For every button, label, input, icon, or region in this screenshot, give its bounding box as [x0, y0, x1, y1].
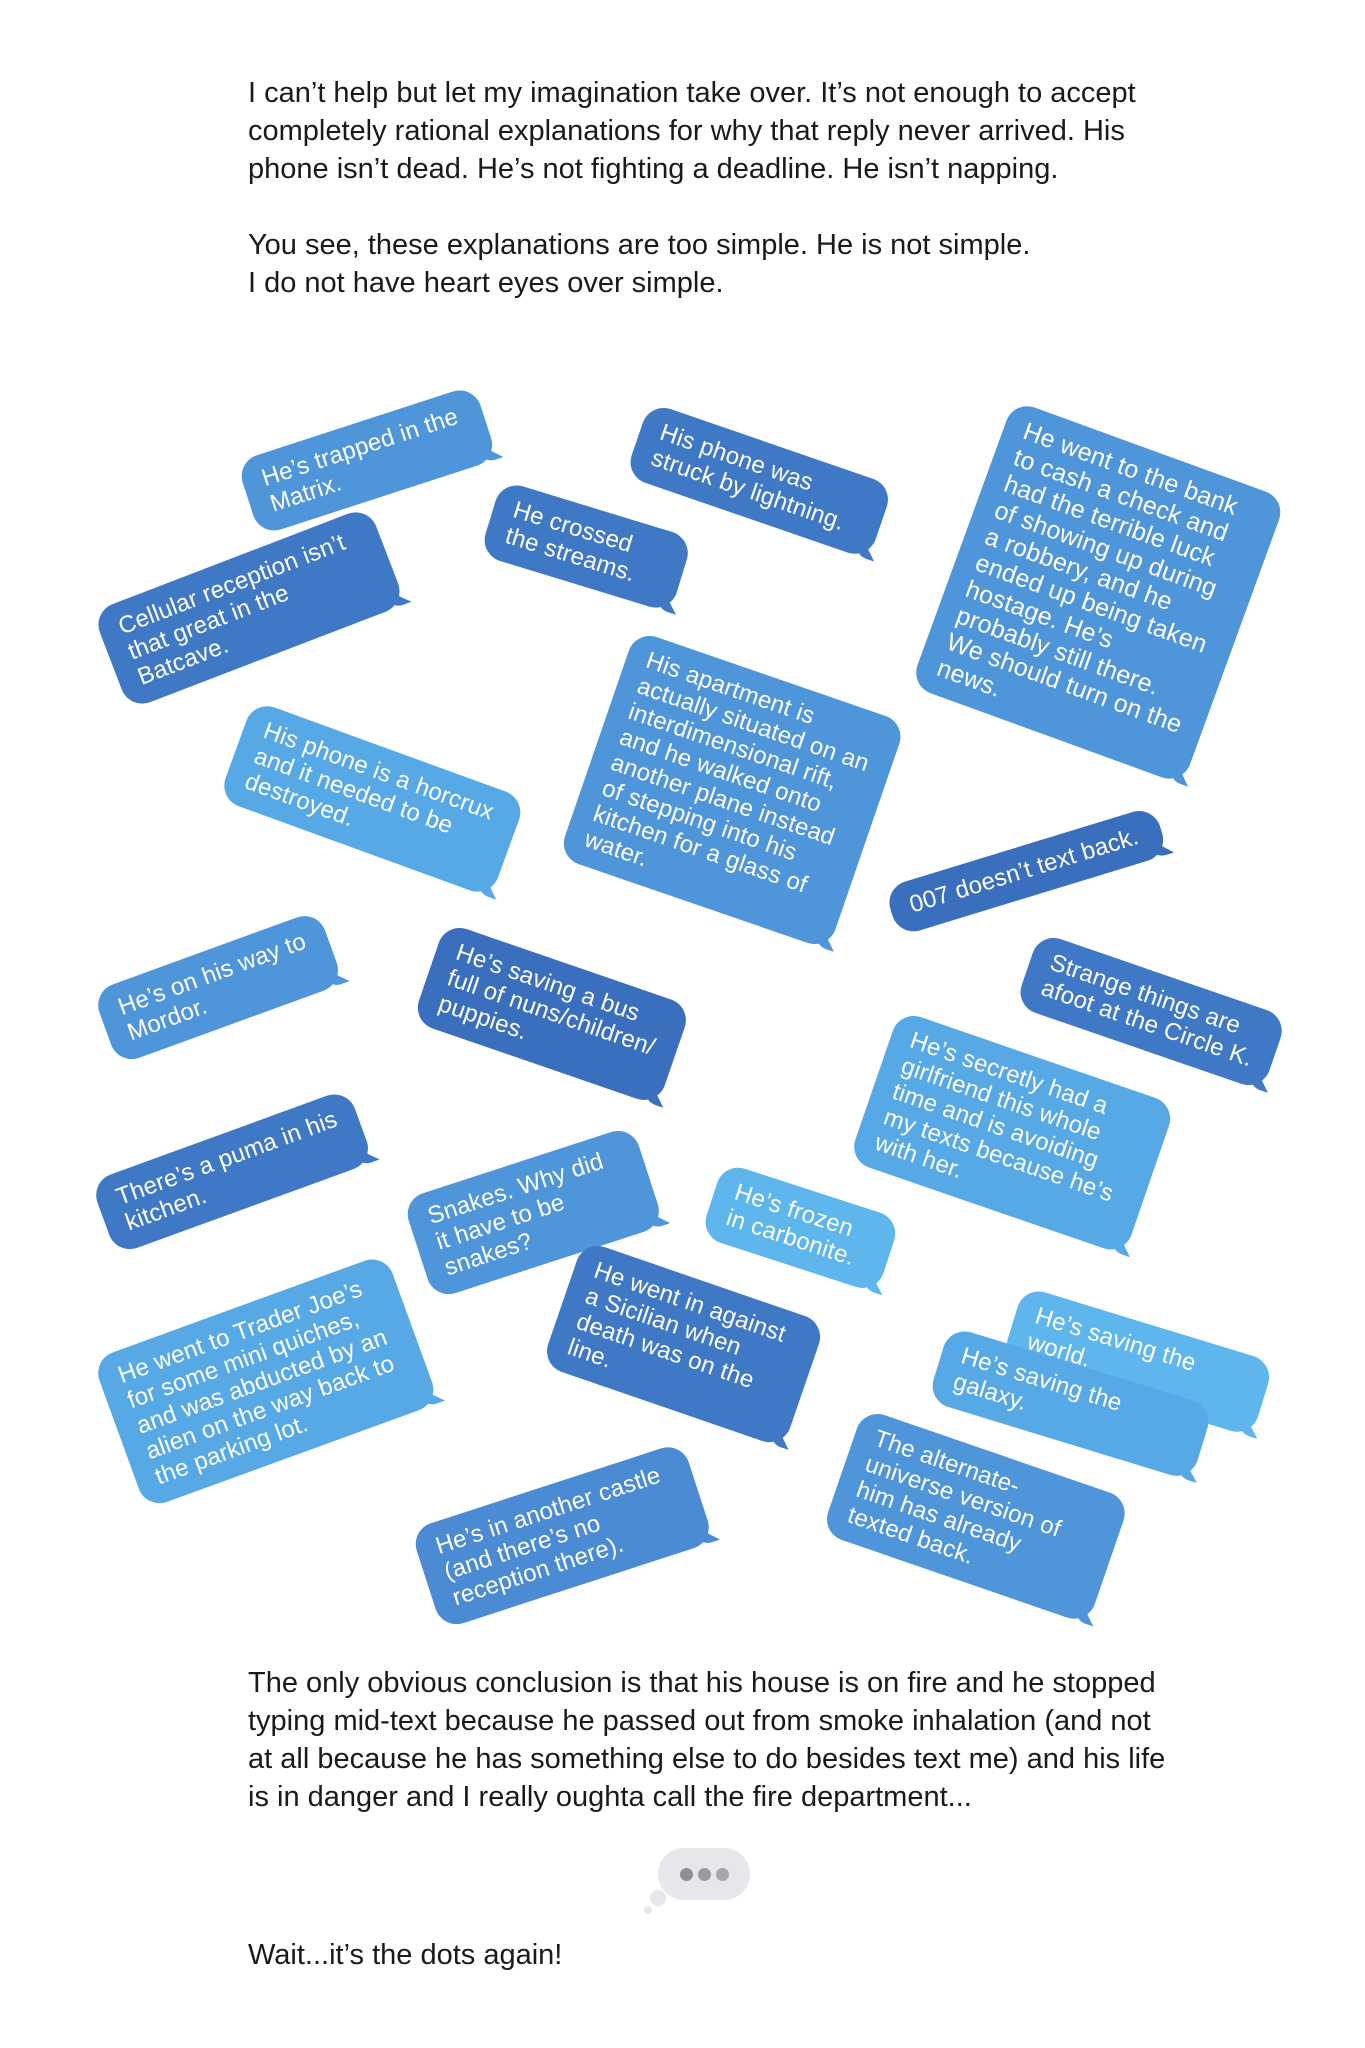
bubble-text: Cellular reception isn’t that great in t…	[114, 528, 350, 691]
final-line: Wait...it’s the dots again!	[248, 1936, 1168, 1974]
message-bubble: He’s saving a bus full of nuns/children/…	[411, 922, 692, 1106]
bubble-text: He’s in another castle (and there’s no r…	[432, 1461, 665, 1612]
bubble-text: He went to Trader Joe’s for some mini qu…	[114, 1275, 398, 1491]
bubble-text: There’s a puma in his kitchen.	[112, 1105, 341, 1237]
message-bubble: 007 doesn’t text back.	[884, 805, 1169, 937]
intro-paragraph-2-line-1: You see, these explanations are too simp…	[248, 229, 1031, 261]
intro-paragraph-1: I can’t help but let my imagination take…	[248, 77, 1136, 185]
message-bubble: There’s a puma in his kitchen.	[90, 1088, 375, 1256]
typing-dot-icon	[716, 1868, 729, 1881]
message-bubble: He went to Trader Joe’s for some mini qu…	[92, 1253, 440, 1510]
bubble-text: Strange things are afoot at the Circle K…	[1037, 948, 1257, 1073]
message-bubble: He’s in another castle (and there’s no r…	[410, 1441, 715, 1630]
message-bubble: His phone is a horcrux and it needed to …	[218, 700, 527, 898]
message-bubble: He’s on his way to Mordor.	[92, 909, 345, 1066]
final-text: Wait...it’s the dots again!	[248, 1939, 563, 1971]
typing-indicator-tail	[644, 1906, 652, 1914]
typing-indicator-icon	[658, 1848, 750, 1900]
message-bubble: He’s trapped in the Matrix.	[236, 384, 498, 537]
bubble-text: The alternate-universe version of him ha…	[844, 1424, 1065, 1570]
bubble-text: His apartment is actually situated on an…	[581, 646, 873, 899]
bubble-text: He crossed the streams.	[502, 496, 639, 588]
conclusion-text: The only obvious conclusion is that his …	[248, 1664, 1168, 1816]
bubble-text: He went to the bank to cash a check and …	[933, 417, 1242, 739]
bubble-text: He’s secretly had a girlfriend this whol…	[871, 1026, 1118, 1208]
bubble-text: He went in against a Sicilian when death…	[564, 1256, 790, 1395]
typing-dot-icon	[680, 1868, 693, 1881]
bubble-text: 007 doesn’t text back.	[906, 823, 1142, 919]
conclusion-paragraph: The only obvious conclusion is that his …	[248, 1667, 1166, 1813]
bubble-text: He’s on his way to Mordor.	[114, 927, 310, 1047]
bubble-text: His phone was struck by lightning.	[647, 418, 849, 536]
message-bubble: He crossed the streams.	[479, 480, 694, 614]
bubble-text: He’s trapped in the Matrix.	[258, 402, 462, 518]
bubble-text: He’s saving a bus full of nuns/children/…	[434, 938, 659, 1061]
message-bubble: Cellular reception isn’t that great in t…	[92, 505, 406, 711]
message-bubble: He’s frozen in carbonite.	[699, 1162, 901, 1294]
intro-paragraph-2-line-2: I do not have heart eyes over simple.	[248, 267, 724, 299]
message-bubble: His apartment is actually situated on an…	[557, 630, 907, 951]
paragraph-spacer	[248, 188, 1168, 226]
bubble-text: He’s frozen in carbonite.	[722, 1178, 859, 1272]
message-bubble: He went in against a Sicilian when death…	[541, 1240, 827, 1449]
bubble-text: His phone is a horcrux and it needed to …	[241, 717, 498, 840]
intro-text: I can’t help but let my imagination take…	[248, 74, 1168, 302]
typing-dot-icon	[698, 1868, 711, 1881]
typing-indicator-tail	[650, 1890, 666, 1906]
message-bubble: He went to the bank to cash a check and …	[910, 400, 1287, 785]
message-bubble: He’s secretly had a girlfriend this whol…	[848, 1010, 1177, 1256]
